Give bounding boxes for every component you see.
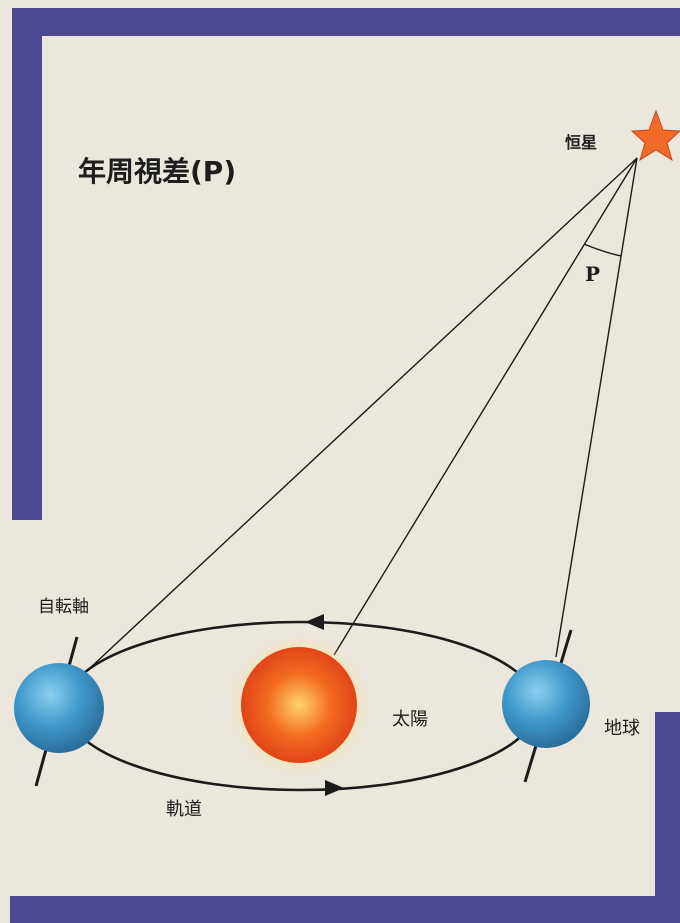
- parallax-angle-arc: [583, 243, 622, 257]
- axis-label: 自転軸: [38, 597, 89, 617]
- earth-label: 地球: [604, 718, 640, 739]
- diagram-title: 年周視差(P): [78, 155, 237, 188]
- right-lower-border: [655, 712, 680, 923]
- orbit-label: 軌道: [166, 799, 202, 820]
- earth-icon: [14, 663, 104, 753]
- star-label: 恒星: [565, 133, 598, 152]
- parallax-angle-label: P: [585, 262, 601, 286]
- orbit-arrow-icon: [325, 780, 344, 796]
- earth-icon: [502, 660, 590, 748]
- star-icon: [630, 109, 680, 162]
- orbit-arrow-icon: [305, 614, 324, 630]
- top-border: [12, 8, 680, 36]
- sun-label: 太陽: [392, 709, 428, 730]
- sightline-sun: [333, 157, 638, 656]
- left-border: [12, 8, 42, 520]
- bottom-border: [10, 896, 680, 923]
- sun-icon: [241, 647, 357, 763]
- sightline-left-earth: [89, 157, 638, 669]
- sightline-right-earth: [555, 157, 638, 658]
